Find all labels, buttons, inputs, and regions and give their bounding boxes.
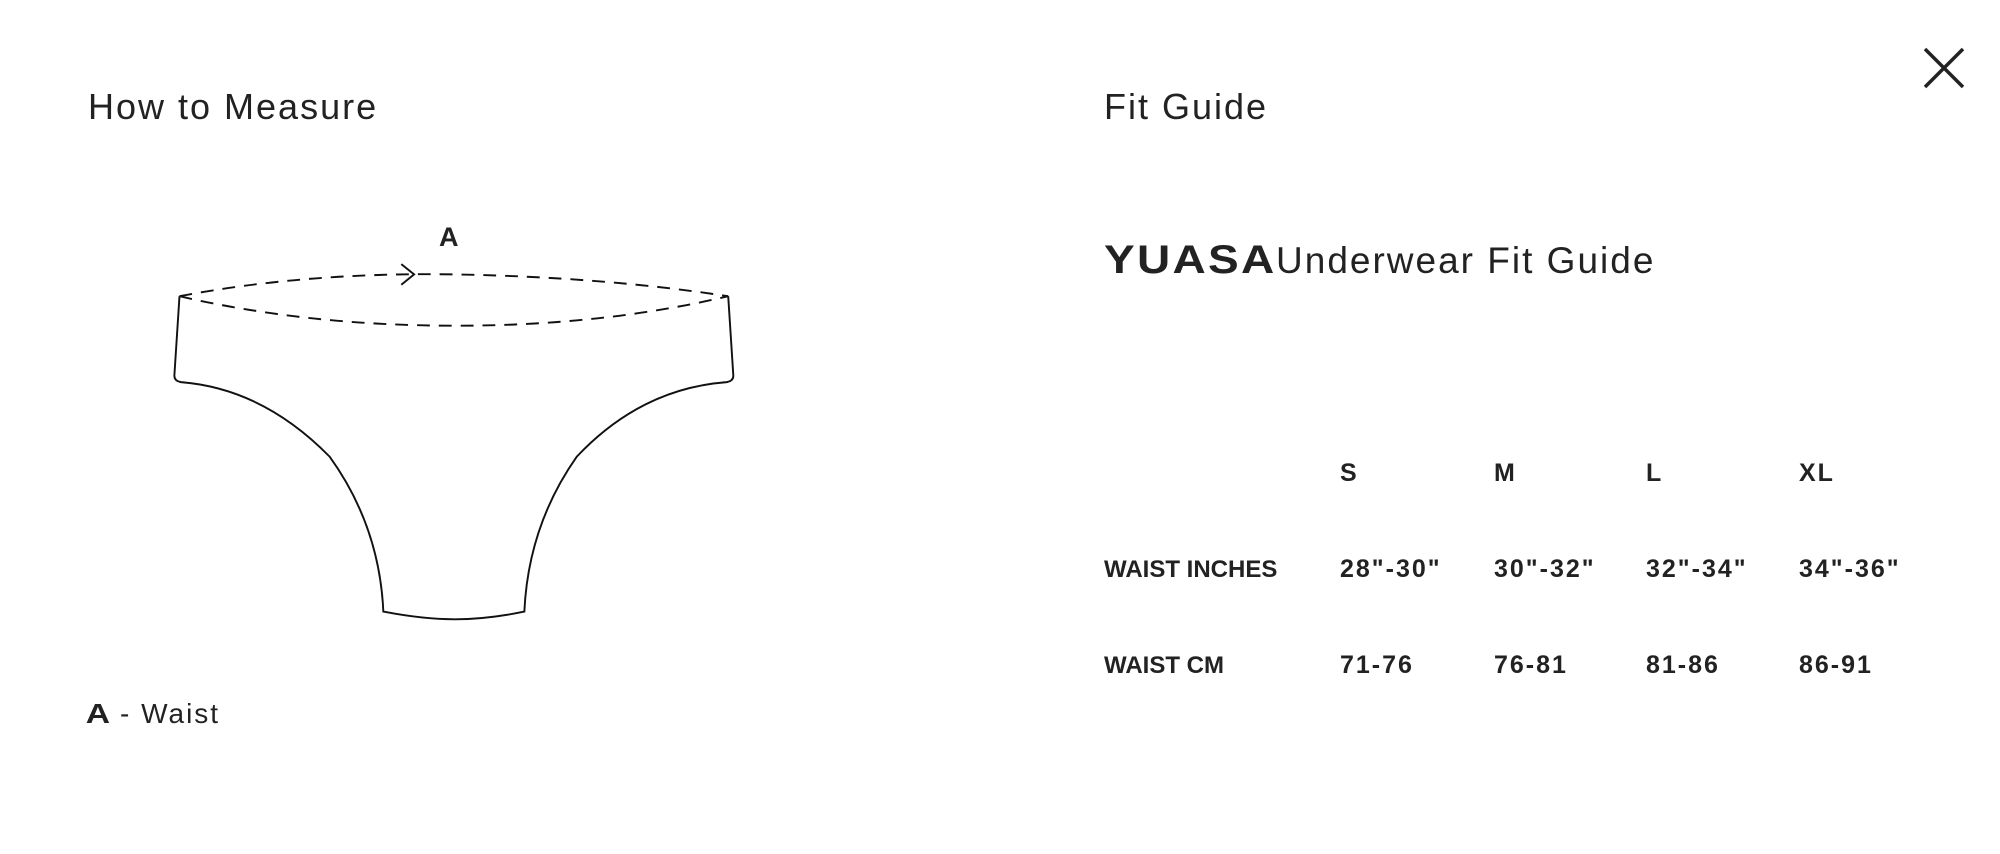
fit-guide-title: Fit Guide — [1104, 86, 1269, 127]
garment-outline — [173, 296, 735, 621]
row-label: WAIST INCHES — [1104, 556, 1278, 583]
column-header-s: S — [1340, 459, 1359, 487]
column-header-l: L — [1646, 459, 1664, 487]
diagram-label-a: A — [439, 222, 461, 252]
legend-letter: A — [85, 698, 113, 729]
close-button[interactable] — [1921, 45, 1967, 91]
close-icon[interactable] — [1921, 45, 1967, 91]
measure-legend: A - Waist — [85, 698, 221, 730]
brand-name: YUASA — [1104, 238, 1277, 282]
table-cell: 34"-36" — [1799, 555, 1901, 583]
table-cell: 30"-32" — [1494, 555, 1596, 583]
fit-guide-subtitle: YUASAUnderwear Fit Guide — [1104, 238, 1655, 283]
column-header-xl: XL — [1799, 459, 1835, 487]
legend-text: - Waist — [110, 698, 221, 729]
how-to-measure-title: How to Measure — [88, 86, 379, 127]
table-cell: 71-76 — [1340, 651, 1414, 679]
table-cell: 32"-34" — [1646, 555, 1748, 583]
table-cell: 81-86 — [1646, 651, 1720, 679]
waist-measure-line-back — [179, 295, 729, 327]
subtitle-text: Underwear Fit Guide — [1276, 240, 1656, 281]
column-header-m: M — [1494, 459, 1517, 487]
table-cell: 86-91 — [1799, 651, 1873, 679]
waist-measure-line-front — [179, 273, 729, 298]
table-cell: 28"-30" — [1340, 555, 1442, 583]
table-cell: 76-81 — [1494, 651, 1568, 679]
arrow-icon — [400, 263, 416, 286]
row-label: WAIST CM — [1104, 652, 1224, 679]
